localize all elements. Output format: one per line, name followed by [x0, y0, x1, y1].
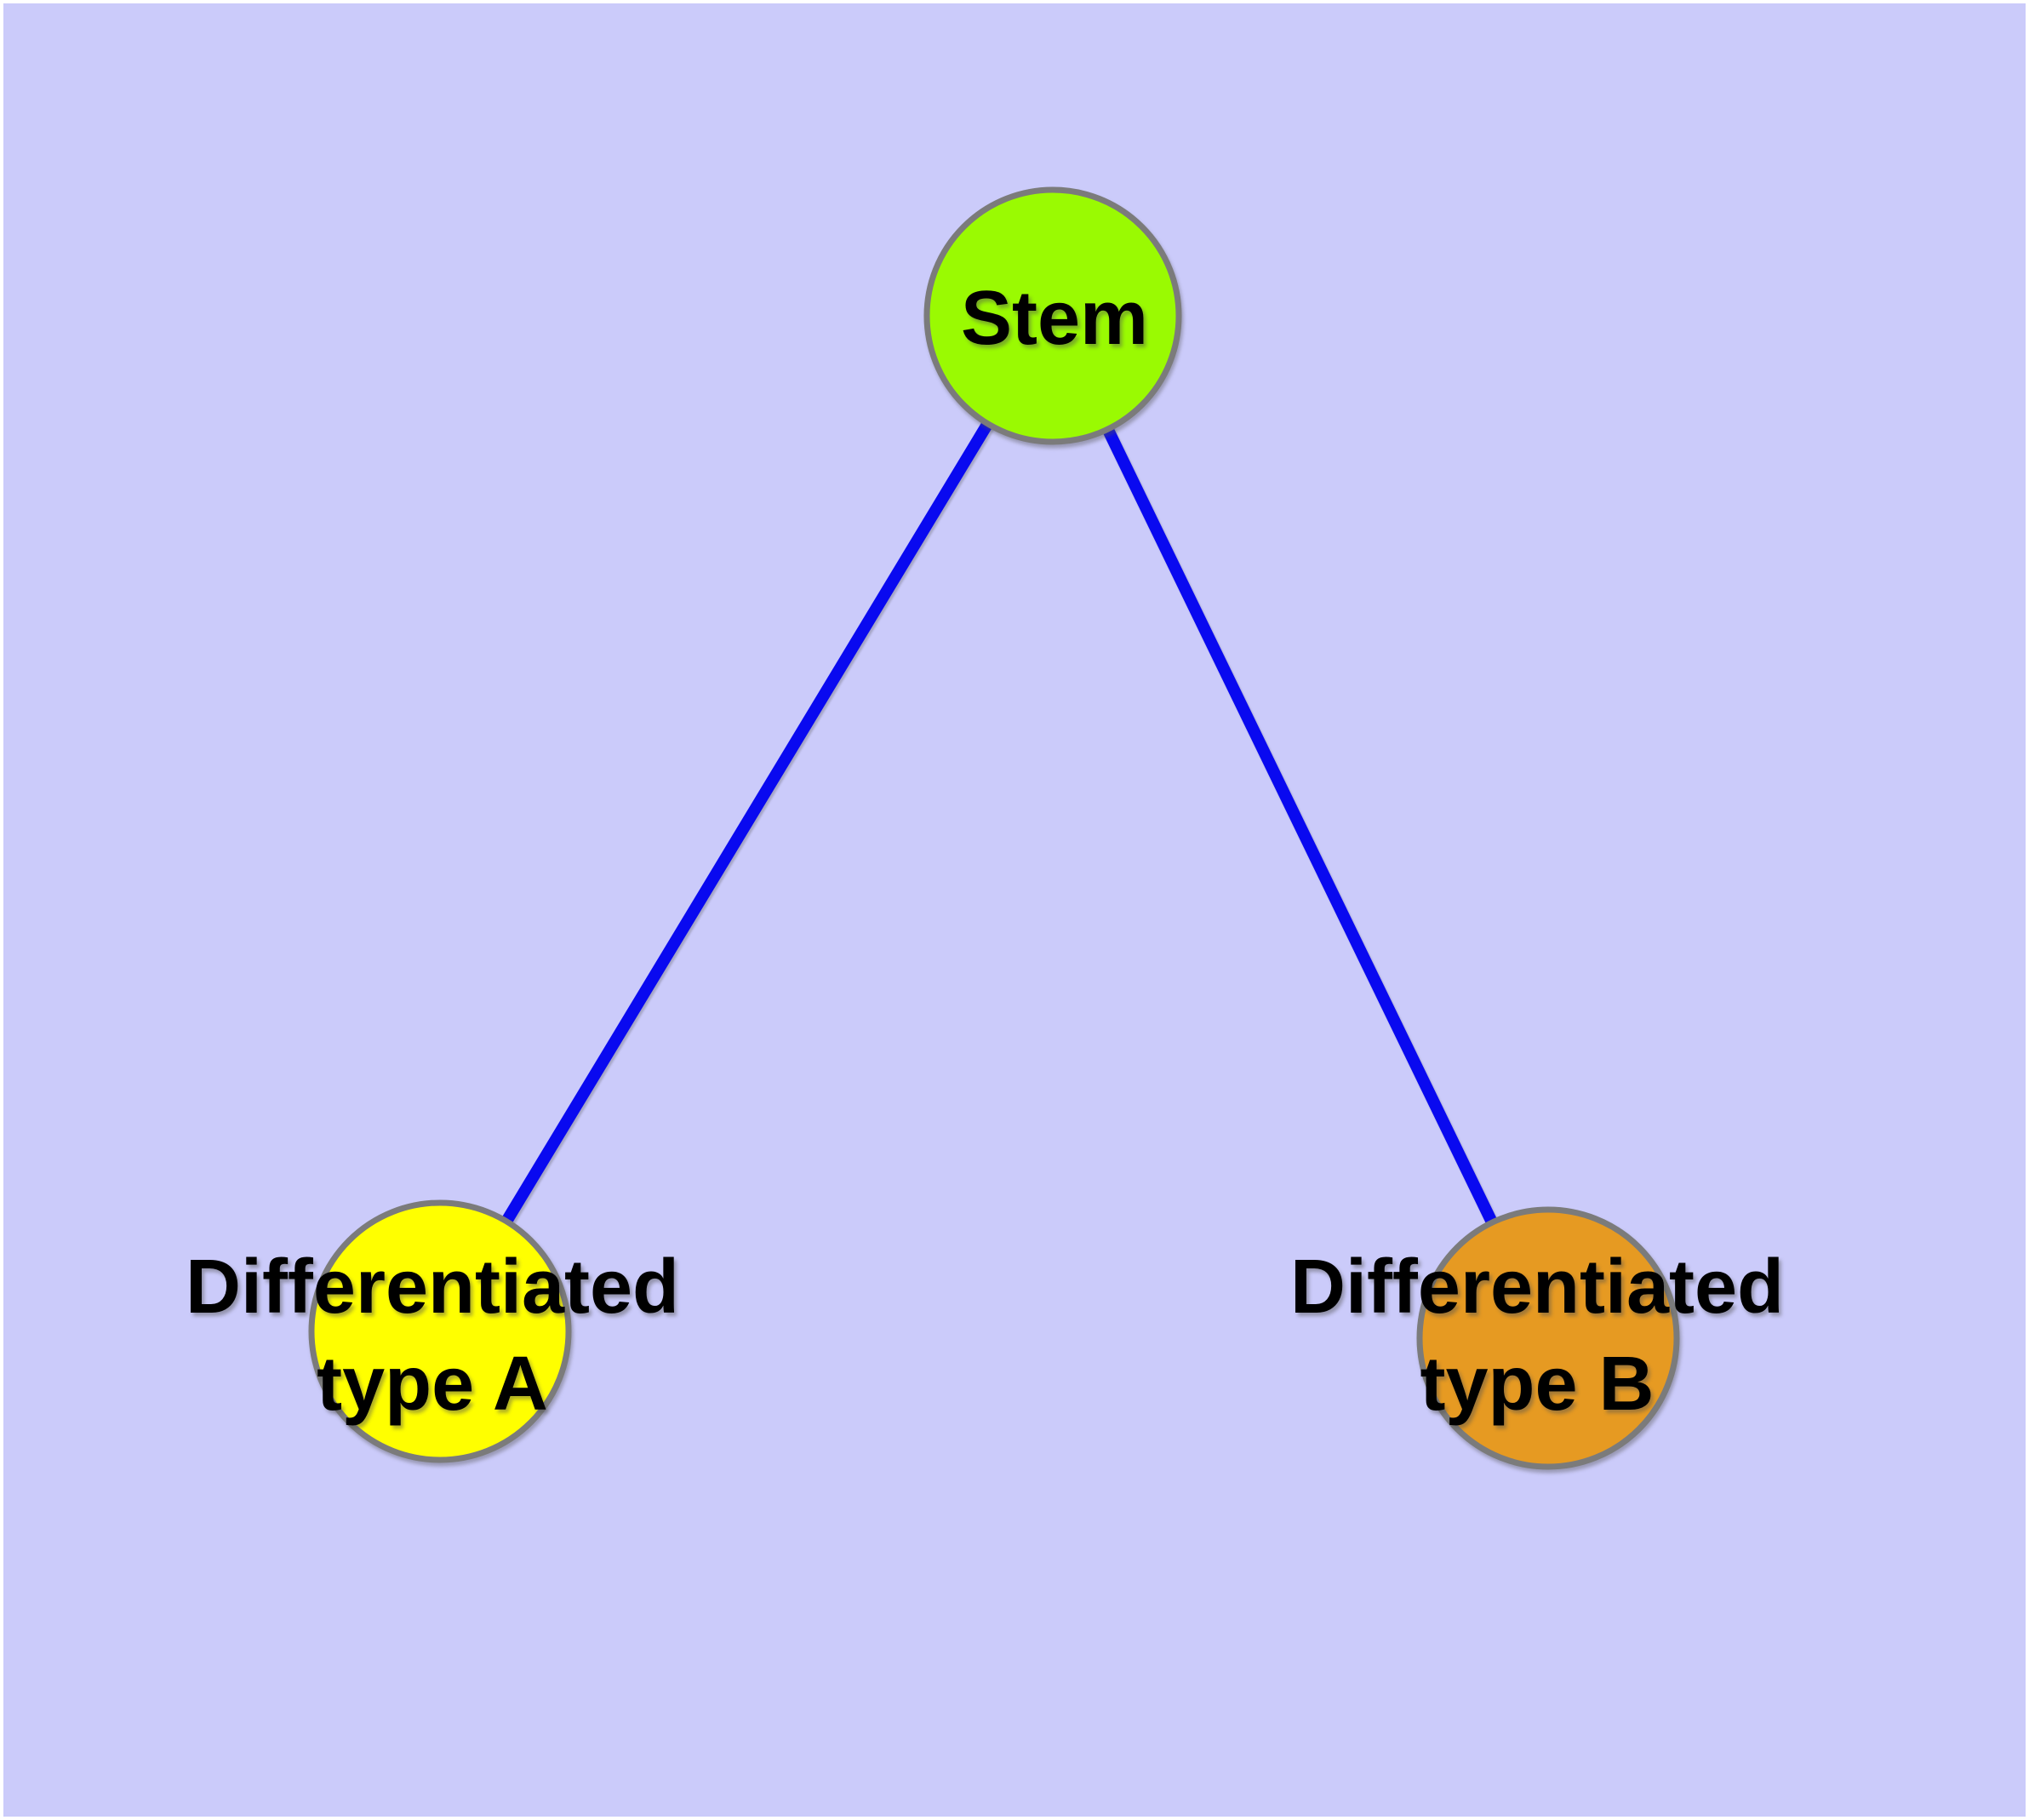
- node-differentiated-type-b: [1416, 1206, 1680, 1470]
- node-type-b-label-line2: type B: [1420, 1342, 1654, 1427]
- node-stem: [923, 186, 1182, 445]
- edge-stem-to-type-a: [435, 312, 1058, 1335]
- node-type-b-label-line1: Differentiated: [1290, 1245, 1784, 1330]
- graph-figure: Stem Differentiated type A Differentiate…: [3, 3, 2026, 1817]
- node-stem-label: Stem: [961, 276, 1148, 361]
- diagram-canvas: Stem Differentiated type A Differentiate…: [3, 3, 2026, 1817]
- node-type-a-label-line2: type A: [317, 1342, 548, 1427]
- node-type-a-label-line1: Differentiated: [186, 1245, 679, 1330]
- edge-stem-to-type-b: [1047, 312, 1554, 1342]
- node-differentiated-type-a: [308, 1199, 572, 1463]
